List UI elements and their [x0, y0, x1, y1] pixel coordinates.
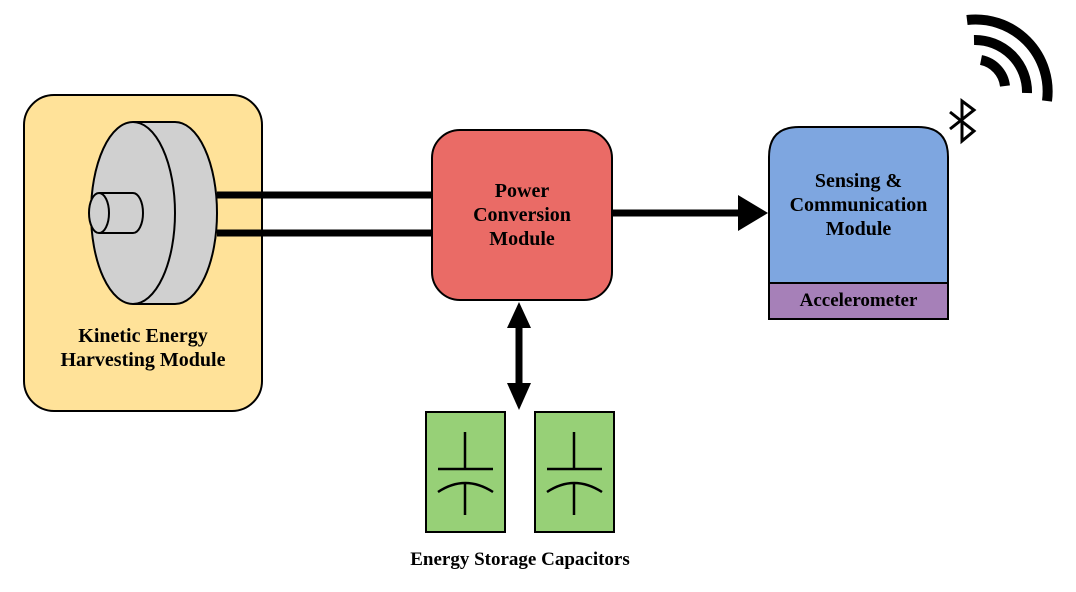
storage-capacitors-label: Energy Storage Capacitors [410, 549, 630, 570]
wireless-signal-icon [966, 14, 1053, 102]
accelerometer-box [768, 282, 949, 320]
power-to-sensing-arrowhead [738, 195, 768, 231]
generator-icon [88, 121, 218, 305]
storage-link-arrowhead-up [507, 302, 531, 328]
sensing-module-box [768, 126, 949, 284]
capacitor-icon [425, 411, 506, 533]
sensing-module-label: Sensing & Communication Module [789, 170, 928, 240]
bluetooth-icon [949, 98, 977, 145]
harvester-module-label: Kinetic Energy Harvesting Module [60, 325, 226, 371]
storage-link-arrowhead-down [507, 383, 531, 410]
accelerometer-label: Accelerometer [799, 289, 918, 311]
power-conversion-module-label: Power Conversion Module [473, 180, 571, 250]
capacitor-icon [534, 411, 615, 533]
